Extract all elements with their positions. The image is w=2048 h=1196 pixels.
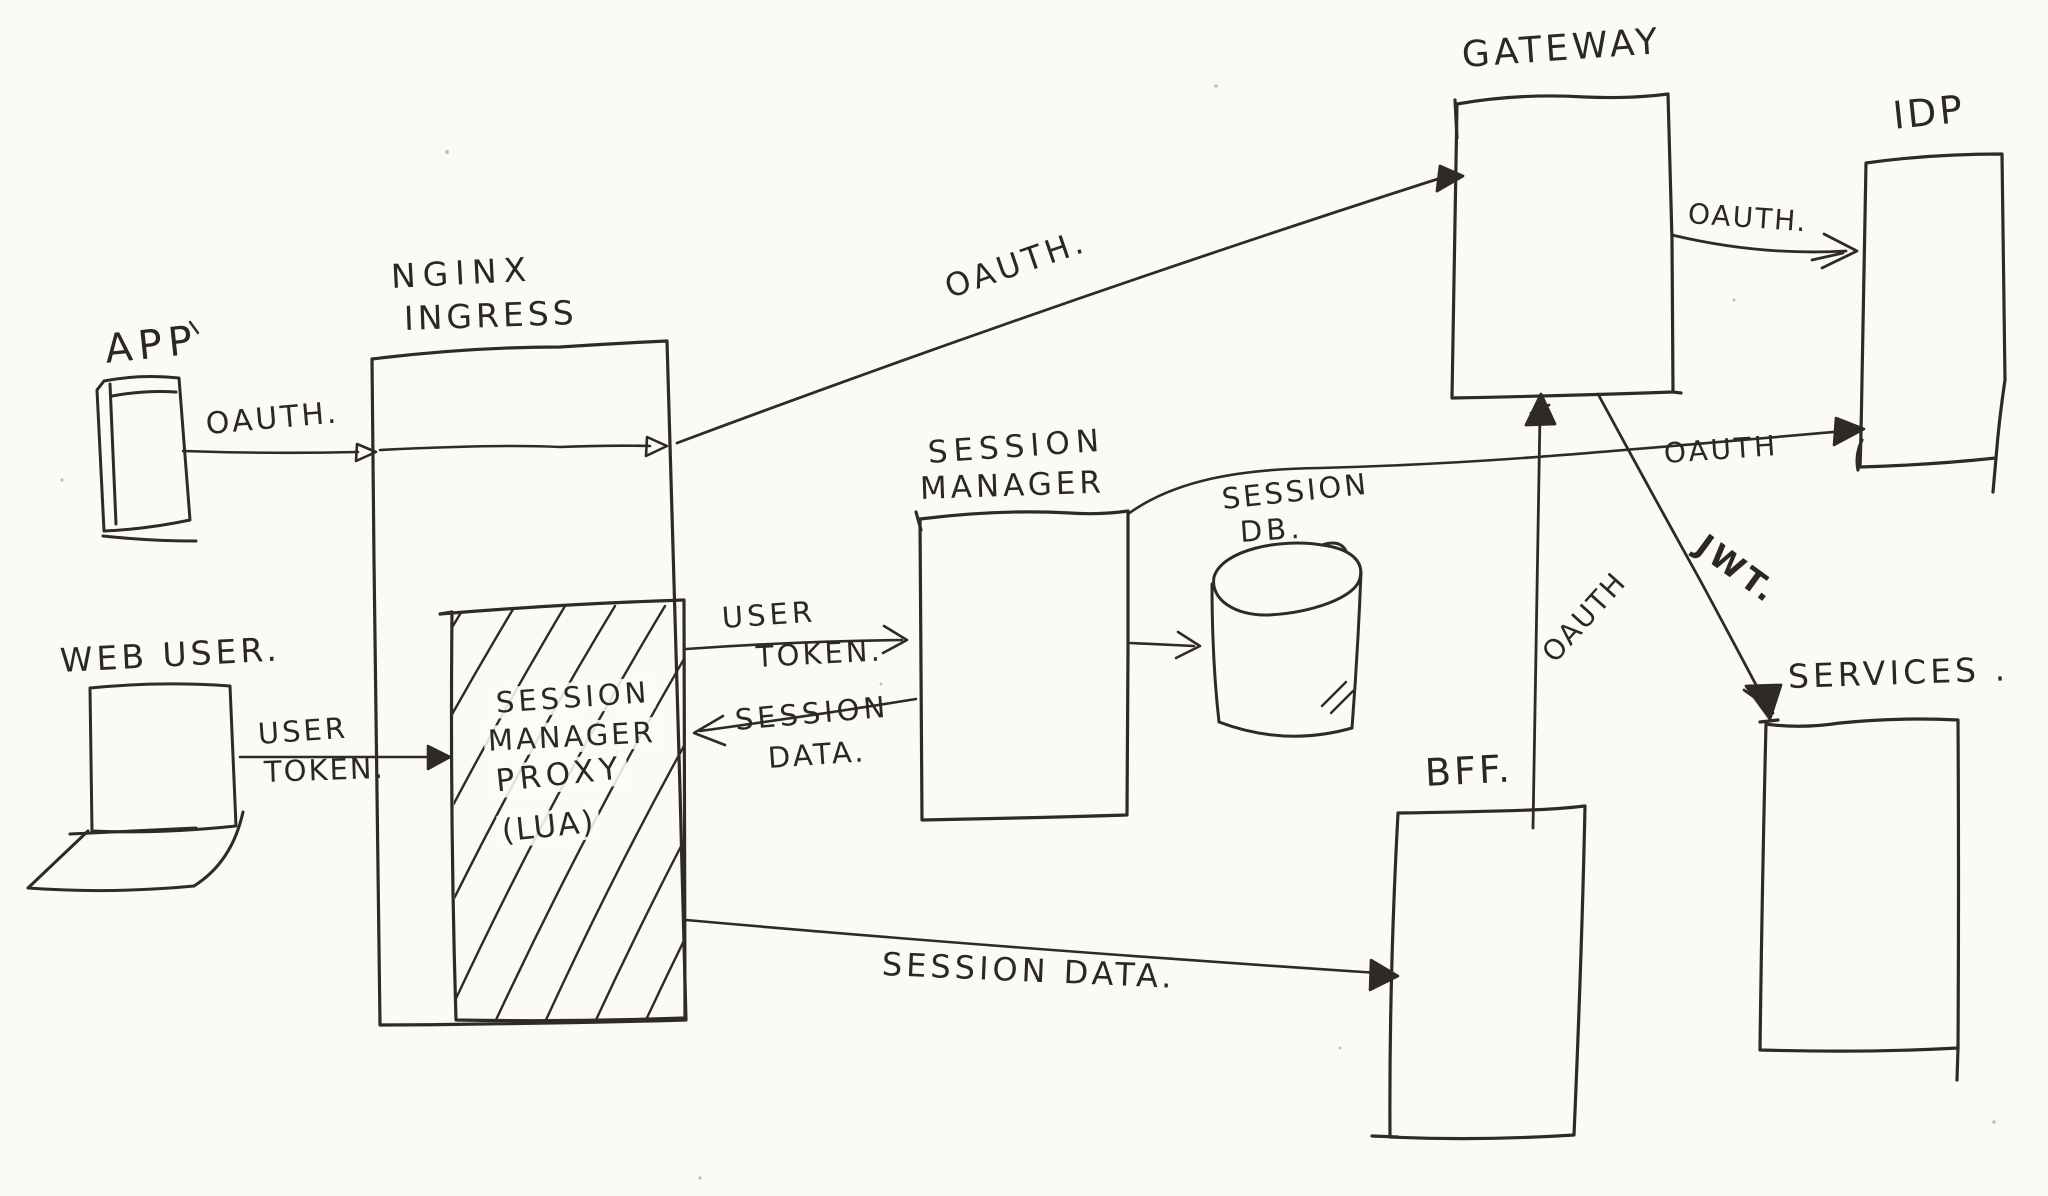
session-db-cylinder bbox=[1210, 541, 1363, 738]
arrow-nginx-to-gateway bbox=[675, 164, 1465, 445]
idp-box bbox=[1855, 152, 2007, 494]
arrow-inside-nginx bbox=[378, 435, 669, 458]
arrow-app-to-nginx bbox=[181, 442, 378, 463]
arrow-session-manager-to-proxy bbox=[692, 697, 918, 747]
session-db-label-line2: DB. bbox=[1238, 510, 1305, 549]
idp-label: IDP bbox=[1890, 86, 1968, 138]
user-token-web-label-line1: USER bbox=[256, 710, 350, 751]
nginx-label-line2: INGRESS bbox=[403, 292, 579, 338]
arrow-session-manager-to-db bbox=[1128, 630, 1202, 660]
nginx-ingress-box bbox=[370, 339, 688, 1027]
session-manager-label-line2: MANAGER bbox=[919, 464, 1106, 507]
oauth-sm-idp-label: OAUTH bbox=[1662, 429, 1780, 470]
arrow-proxy-to-bff bbox=[684, 918, 1400, 992]
arrow-proxy-to-session-manager bbox=[684, 624, 909, 655]
arrow-session-manager-to-idp bbox=[1126, 416, 1866, 516]
app-node-shape bbox=[95, 320, 200, 543]
session-manager-box bbox=[914, 509, 1130, 822]
services-label: SERVICES . bbox=[1787, 649, 2010, 696]
session-manager-proxy-box bbox=[438, 598, 687, 1023]
web-user-node-shape bbox=[26, 682, 245, 893]
gateway-box bbox=[1450, 92, 1683, 400]
arrow-webuser-to-proxy bbox=[238, 744, 452, 771]
session-data-sm-proxy-label-line2: DATA. bbox=[766, 734, 868, 775]
nginx-label-line1: NGINX bbox=[389, 249, 535, 296]
arrow-gateway-to-idp bbox=[1670, 232, 1859, 270]
arrow-bff-to-gateway bbox=[1524, 392, 1557, 830]
user-token-web-label-line2: TOKEN. bbox=[263, 750, 386, 789]
hatch-pattern bbox=[452, 604, 685, 1020]
user-token-proxy-sm-label-line1: USER bbox=[720, 594, 818, 635]
bff-label: BFF. bbox=[1423, 746, 1514, 795]
stray-mark bbox=[188, 320, 200, 335]
app-label: APP bbox=[102, 317, 201, 373]
user-token-proxy-sm-label-line2: TOKEN. bbox=[755, 633, 884, 674]
paper-specks bbox=[60, 84, 1996, 1180]
arrow-gateway-to-services bbox=[1596, 392, 1783, 721]
oauth-gateway-idp-label: OAUTH. bbox=[1686, 197, 1809, 239]
bff-box bbox=[1370, 804, 1587, 1141]
services-box bbox=[1758, 717, 1961, 1082]
